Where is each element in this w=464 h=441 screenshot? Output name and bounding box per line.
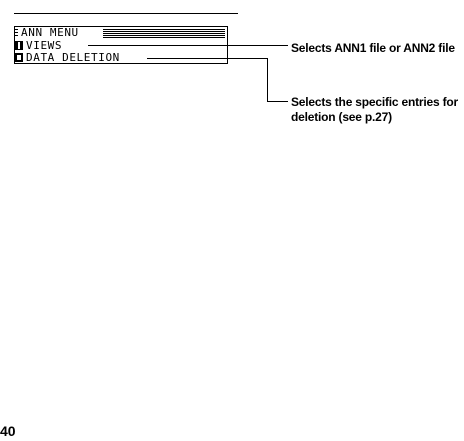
page-number: 40	[0, 423, 16, 439]
item-number-1-icon	[15, 41, 23, 50]
lcd-menu-title: ANN MENU	[21, 26, 79, 39]
annotation-views: Selects ANN1 file or ANN2 file	[291, 41, 455, 55]
lcd-item-views: VIEWS	[26, 39, 63, 52]
leader-views	[88, 45, 288, 46]
menu-icon	[15, 29, 18, 37]
top-rule	[14, 13, 238, 14]
lcd-item-data-deletion: DATA DELETION	[26, 51, 120, 64]
menu-title-bars	[103, 29, 225, 38]
annotation-data-deletion: Selects the specific entries for deletio…	[291, 95, 459, 124]
leader-deletion-h2	[267, 101, 288, 102]
leader-deletion-v	[267, 58, 268, 102]
leader-deletion-h1	[147, 58, 268, 59]
item-number-2-icon	[15, 53, 23, 62]
